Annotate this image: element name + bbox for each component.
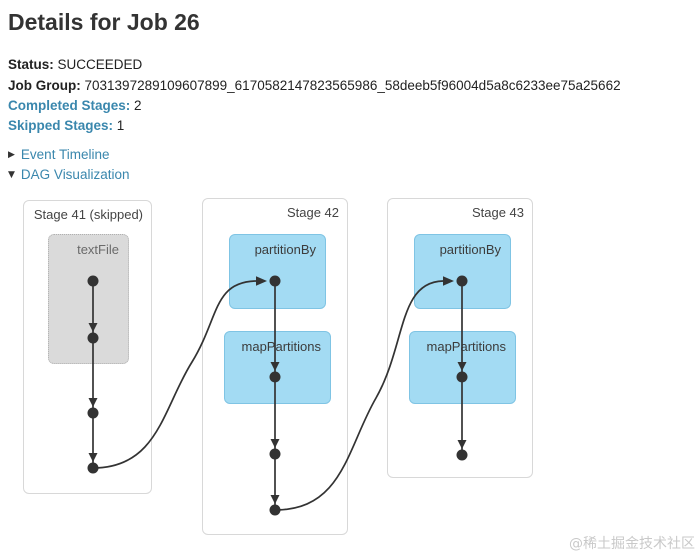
expanded-arrow-icon: ▼ bbox=[8, 170, 15, 180]
operator-partitionby-box-stage42: partitionBy bbox=[229, 234, 326, 309]
skipped-stages-link[interactable]: Skipped Stages: bbox=[8, 118, 114, 133]
skipped-stages-line: Skipped Stages: 1 bbox=[8, 118, 124, 133]
job-group-line: Job Group: 7031397289109607899_617058214… bbox=[8, 78, 621, 93]
stage-43-box[interactable]: Stage 43 partitionBy mapPartitions bbox=[387, 198, 533, 478]
operator-partitionby-box-stage43: partitionBy bbox=[414, 234, 511, 309]
job-group-value: 7031397289109607899_6170582147823565986_… bbox=[84, 78, 621, 93]
collapsed-arrow-icon: ▶ bbox=[8, 150, 15, 160]
operator-partitionby-label-stage42: partitionBy bbox=[254, 242, 316, 257]
status-line: Status: SUCCEEDED bbox=[8, 57, 142, 72]
status-label: Status: bbox=[8, 57, 54, 72]
completed-stages-line: Completed Stages: 2 bbox=[8, 98, 142, 113]
stage-41-label: Stage 41 (skipped) bbox=[33, 207, 143, 222]
operator-partitionby-label-stage43: partitionBy bbox=[439, 242, 501, 257]
stage-43-label: Stage 43 bbox=[471, 205, 524, 220]
job-group-label: Job Group: bbox=[8, 78, 81, 93]
skipped-stages-value: 1 bbox=[116, 118, 125, 133]
event-timeline-toggle[interactable]: ▶ Event Timeline bbox=[8, 147, 109, 162]
watermark: @稀土掘金技术社区 bbox=[569, 536, 695, 552]
dag-visualization-label[interactable]: DAG Visualization bbox=[20, 167, 130, 182]
operator-mappartitions-box-stage42: mapPartitions bbox=[224, 331, 331, 404]
operator-mappartitions-label-stage42: mapPartitions bbox=[241, 339, 321, 354]
dag-visualization-toggle[interactable]: ▼ DAG Visualization bbox=[8, 167, 129, 182]
stage-42-label: Stage 42 bbox=[286, 205, 339, 220]
operator-mappartitions-box-stage43: mapPartitions bbox=[409, 331, 516, 404]
dag-visualization-canvas: Stage 41 (skipped) textFile Stage 42 par… bbox=[0, 190, 698, 556]
page-title: Details for Job 26 bbox=[8, 9, 200, 35]
completed-stages-value: 2 bbox=[134, 98, 142, 113]
event-timeline-label[interactable]: Event Timeline bbox=[20, 147, 110, 162]
status-value: SUCCEEDED bbox=[57, 57, 143, 72]
stage-42-box[interactable]: Stage 42 partitionBy mapPartitions bbox=[202, 198, 348, 535]
operator-mappartitions-label-stage43: mapPartitions bbox=[426, 339, 506, 354]
stage-41-box[interactable]: Stage 41 (skipped) textFile bbox=[23, 200, 152, 494]
operator-textfile-box: textFile bbox=[48, 234, 129, 364]
operator-textfile-label: textFile bbox=[77, 242, 119, 257]
completed-stages-link[interactable]: Completed Stages: bbox=[8, 98, 131, 113]
